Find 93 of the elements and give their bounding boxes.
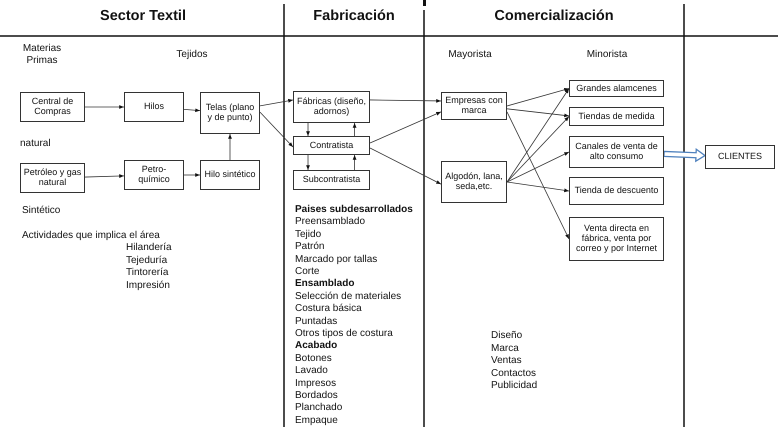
label-text: Minorista <box>586 49 628 60</box>
process-box <box>569 80 664 97</box>
process-box <box>124 92 184 122</box>
label-text: Tejido <box>295 228 322 240</box>
arrow <box>228 134 232 160</box>
arrow <box>306 122 310 136</box>
process-box <box>705 145 775 169</box>
arrow <box>370 98 442 103</box>
process-box <box>20 92 85 122</box>
process-box <box>20 163 85 193</box>
label-text: Costura básica <box>295 303 362 315</box>
box-text: Tienda de descuento <box>574 186 658 196</box>
label-text: Paises subdesarrollados <box>295 204 413 216</box>
box-text: Hilo sintético <box>204 170 256 180</box>
process-box <box>200 160 260 190</box>
label-text: Lavado <box>295 365 328 377</box>
label-text: Patrón <box>295 241 324 253</box>
label-text: Mayorista <box>447 49 493 60</box>
column-header: Fabricación <box>313 8 395 25</box>
box-text: Petróleo y gas natural <box>23 168 82 188</box>
label-text: Hilandería <box>126 242 172 254</box>
process-box <box>569 107 664 126</box>
box-text: Central de Compras <box>30 97 74 117</box>
arrow <box>506 116 570 182</box>
process-box <box>293 91 370 123</box>
arrow <box>663 148 706 162</box>
process-box <box>441 92 507 120</box>
box-text: Petro- químico <box>137 165 171 185</box>
arrow <box>506 88 570 182</box>
label-text: Marca <box>491 342 519 354</box>
arrow <box>506 182 570 192</box>
box-text: Venta directa en fábrica, venta por correo y por Internet <box>574 224 658 254</box>
arrow <box>506 111 570 240</box>
label-text: Otros tipos de costura <box>295 328 393 340</box>
box-text: Algodón, lana, seda,etc. <box>444 172 504 192</box>
arrow <box>506 152 570 182</box>
process-box <box>569 136 664 168</box>
label-text: Acabado <box>295 340 338 352</box>
label-text: Materias Primas <box>22 43 62 66</box>
box-text: Hilos <box>144 102 164 112</box>
column-header: Sector Textil <box>100 8 186 25</box>
label-text: Puntadas <box>295 316 338 328</box>
arrow <box>184 108 200 112</box>
arrow <box>506 88 570 106</box>
box-text: Fábricas (diseño, adornos) <box>296 97 367 117</box>
process-box <box>569 177 664 205</box>
label-text: Botones <box>295 352 332 364</box>
label-text: Sintético <box>22 205 60 216</box>
label-text: Planchado <box>295 402 342 414</box>
label-text: Selección de materiales <box>295 290 402 302</box>
label-text: Publicidad <box>491 380 538 392</box>
label-text: Tejeduría <box>126 255 168 266</box>
arrow <box>370 148 442 184</box>
box-text: CLIENTES <box>718 152 762 162</box>
label-text: Bordados <box>295 390 338 402</box>
label-text: Tintorería <box>126 267 168 278</box>
arrow <box>352 154 357 170</box>
arrow <box>352 122 357 136</box>
label-text: Actividades que implica el área <box>22 230 160 242</box>
label-text: Preensamblado <box>295 216 366 228</box>
arrow <box>84 105 124 109</box>
box-text: Contratista <box>310 140 354 150</box>
box-text: Canales de venta de alto consumo <box>574 142 659 162</box>
process-box <box>569 217 664 261</box>
label-text: Corte <box>295 266 320 278</box>
arrow <box>306 154 310 170</box>
box-text: Telas (plano y de punto) <box>204 103 256 123</box>
label-text: natural <box>20 138 51 150</box>
label-text: Impresión <box>126 280 170 292</box>
arrow <box>184 173 200 177</box>
label-text: Marcado por tallas <box>295 254 378 266</box>
label-text: Diseño <box>491 330 522 342</box>
label-text: Ensamblado <box>295 278 354 290</box>
label-text: Contactos <box>491 368 536 379</box>
label-text: Tejidos <box>175 49 209 60</box>
column-header: Comercialización <box>494 8 614 25</box>
box-text: Empresas con marca <box>444 96 504 116</box>
box-text: Grandes alamcenes <box>576 84 657 94</box>
arrow <box>260 98 294 106</box>
process-box <box>293 136 370 155</box>
arrow <box>370 111 442 144</box>
process-box <box>124 160 184 190</box>
arrow <box>84 174 124 178</box>
arrow <box>260 112 294 148</box>
process-box <box>293 170 370 190</box>
process-box <box>200 92 260 134</box>
box-text: Subcontratista <box>302 175 360 185</box>
arrow <box>506 108 570 118</box>
box-text: Tiendas de medida <box>578 112 655 122</box>
process-box <box>441 161 507 203</box>
label-text: Empaque <box>295 414 338 426</box>
label-text: Impresos <box>295 378 336 390</box>
label-text: Ventas <box>491 355 522 366</box>
